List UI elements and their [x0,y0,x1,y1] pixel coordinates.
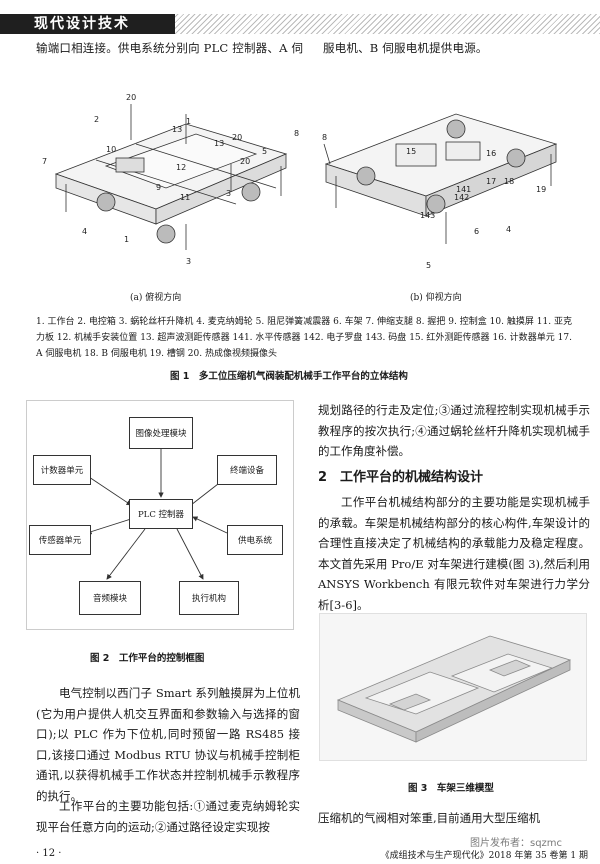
page-number: · 12 · [36,848,62,859]
svg-text:20: 20 [240,157,250,166]
svg-text:142: 142 [454,193,469,202]
figure2-diagram: 图像处理模块 计数器单元 终端设备 PLC 控制器 传感器单元 供电系统 音频模… [26,400,294,630]
svg-text:7: 7 [42,157,47,166]
header-bar: 现代设计技术 [0,0,600,34]
svg-text:12: 12 [176,163,186,172]
svg-text:19: 19 [536,185,546,194]
figure1a-caption: (a) 俯视方向 [130,293,182,303]
svg-text:2: 2 [94,115,99,124]
section-heading: 2 工作平台的机械结构设计 [318,470,484,485]
journal-info: 《成组技术与生产现代化》2018 年第 35 卷第 1 期 [380,851,588,861]
svg-text:1: 1 [186,117,191,126]
figure1b-platform [323,113,558,244]
svg-text:20: 20 [232,133,242,142]
svg-text:5: 5 [426,261,431,270]
box-image-processing: 图像处理模块 [129,417,193,449]
watermark: 图片发布者：sqzmc [470,838,563,849]
box-actuator: 执行机构 [179,581,239,615]
box-terminal: 终端设备 [217,455,277,485]
figure1a-platform [54,104,288,250]
left-para-2: 工作平台的主要功能包括:①通过麦克纳姆轮实现平台任意方向的运动;②通过路径设定实… [36,799,300,834]
figure1b-caption: (b) 仰视方向 [410,293,462,303]
svg-text:5: 5 [262,147,267,156]
svg-text:20: 20 [126,93,136,102]
svg-text:141: 141 [456,185,471,194]
svg-text:17: 17 [486,177,496,186]
svg-text:9: 9 [156,183,161,192]
figure2-caption: 图 2 工作平台的控制框图 [90,653,205,664]
svg-text:8: 8 [294,129,299,138]
figure1-caption: 图 1 多工位压缩机气阀装配机械手工作平台的立体结构 [170,371,408,382]
figure1b-labels: 8 15 16 141 142 17 18 19 143 6 4 5 [322,133,546,270]
section-title: 现代设计技术 [0,14,175,34]
svg-text:3: 3 [186,257,191,266]
right-para-3: 压缩机的气阀相对笨重,目前通用大型压缩机 [318,811,541,825]
figure1a-labels: 20 2 13 1 20 13 12 10 9 11 5 20 7 4 1 3 … [42,93,299,266]
figure1-drawing: 20 2 13 1 20 13 12 10 9 11 5 20 7 4 1 3 … [42,93,558,270]
box-counter: 计数器单元 [33,455,91,485]
right-para-1: 规划路径的行走及定位;③通过流程控制实现机械手示教程序的按次执行;④通过蜗轮丝杆… [318,403,590,458]
header-stripe [175,14,600,34]
figure3-image [319,613,587,761]
figure3-caption: 图 3 车架三维模型 [408,783,494,794]
svg-text:4: 4 [506,225,511,234]
svg-text:10: 10 [106,145,116,154]
top-right-line: 服电机、B 伺服电机提供电源。 [323,41,488,55]
box-audio: 音频模块 [79,581,141,615]
box-sensor: 传感器单元 [29,525,91,555]
svg-text:8: 8 [322,133,327,142]
svg-text:1: 1 [124,235,129,244]
figure3-frame-model [336,635,572,743]
svg-text:3: 3 [226,189,231,198]
svg-text:4: 4 [82,227,87,236]
svg-text:11: 11 [180,193,190,202]
left-para-1: 电气控制以西门子 Smart 系列触摸屏为上位机(它为用户提供人机交互界面和参数… [36,686,300,803]
box-power: 供电系统 [227,525,283,555]
top-left-line: 输端口相连接。供电系统分别向 PLC 控制器、A 伺 [36,41,304,55]
svg-text:6: 6 [474,227,479,236]
svg-text:13: 13 [172,125,182,134]
svg-text:15: 15 [406,147,416,156]
figure1-legend: 1. 工作台 2. 电控箱 3. 蜗轮丝杆升降机 4. 麦克纳姆轮 5. 阻尼弹… [36,317,572,359]
svg-text:143: 143 [420,211,435,220]
svg-text:16: 16 [486,149,496,158]
svg-text:18: 18 [504,177,514,186]
box-plc: PLC 控制器 [129,499,193,529]
right-para-2: 工作平台机械结构部分的主要功能是实现机械手的承载。车架是机械结构部分的核心构件,… [318,495,590,612]
svg-text:13: 13 [214,139,224,148]
